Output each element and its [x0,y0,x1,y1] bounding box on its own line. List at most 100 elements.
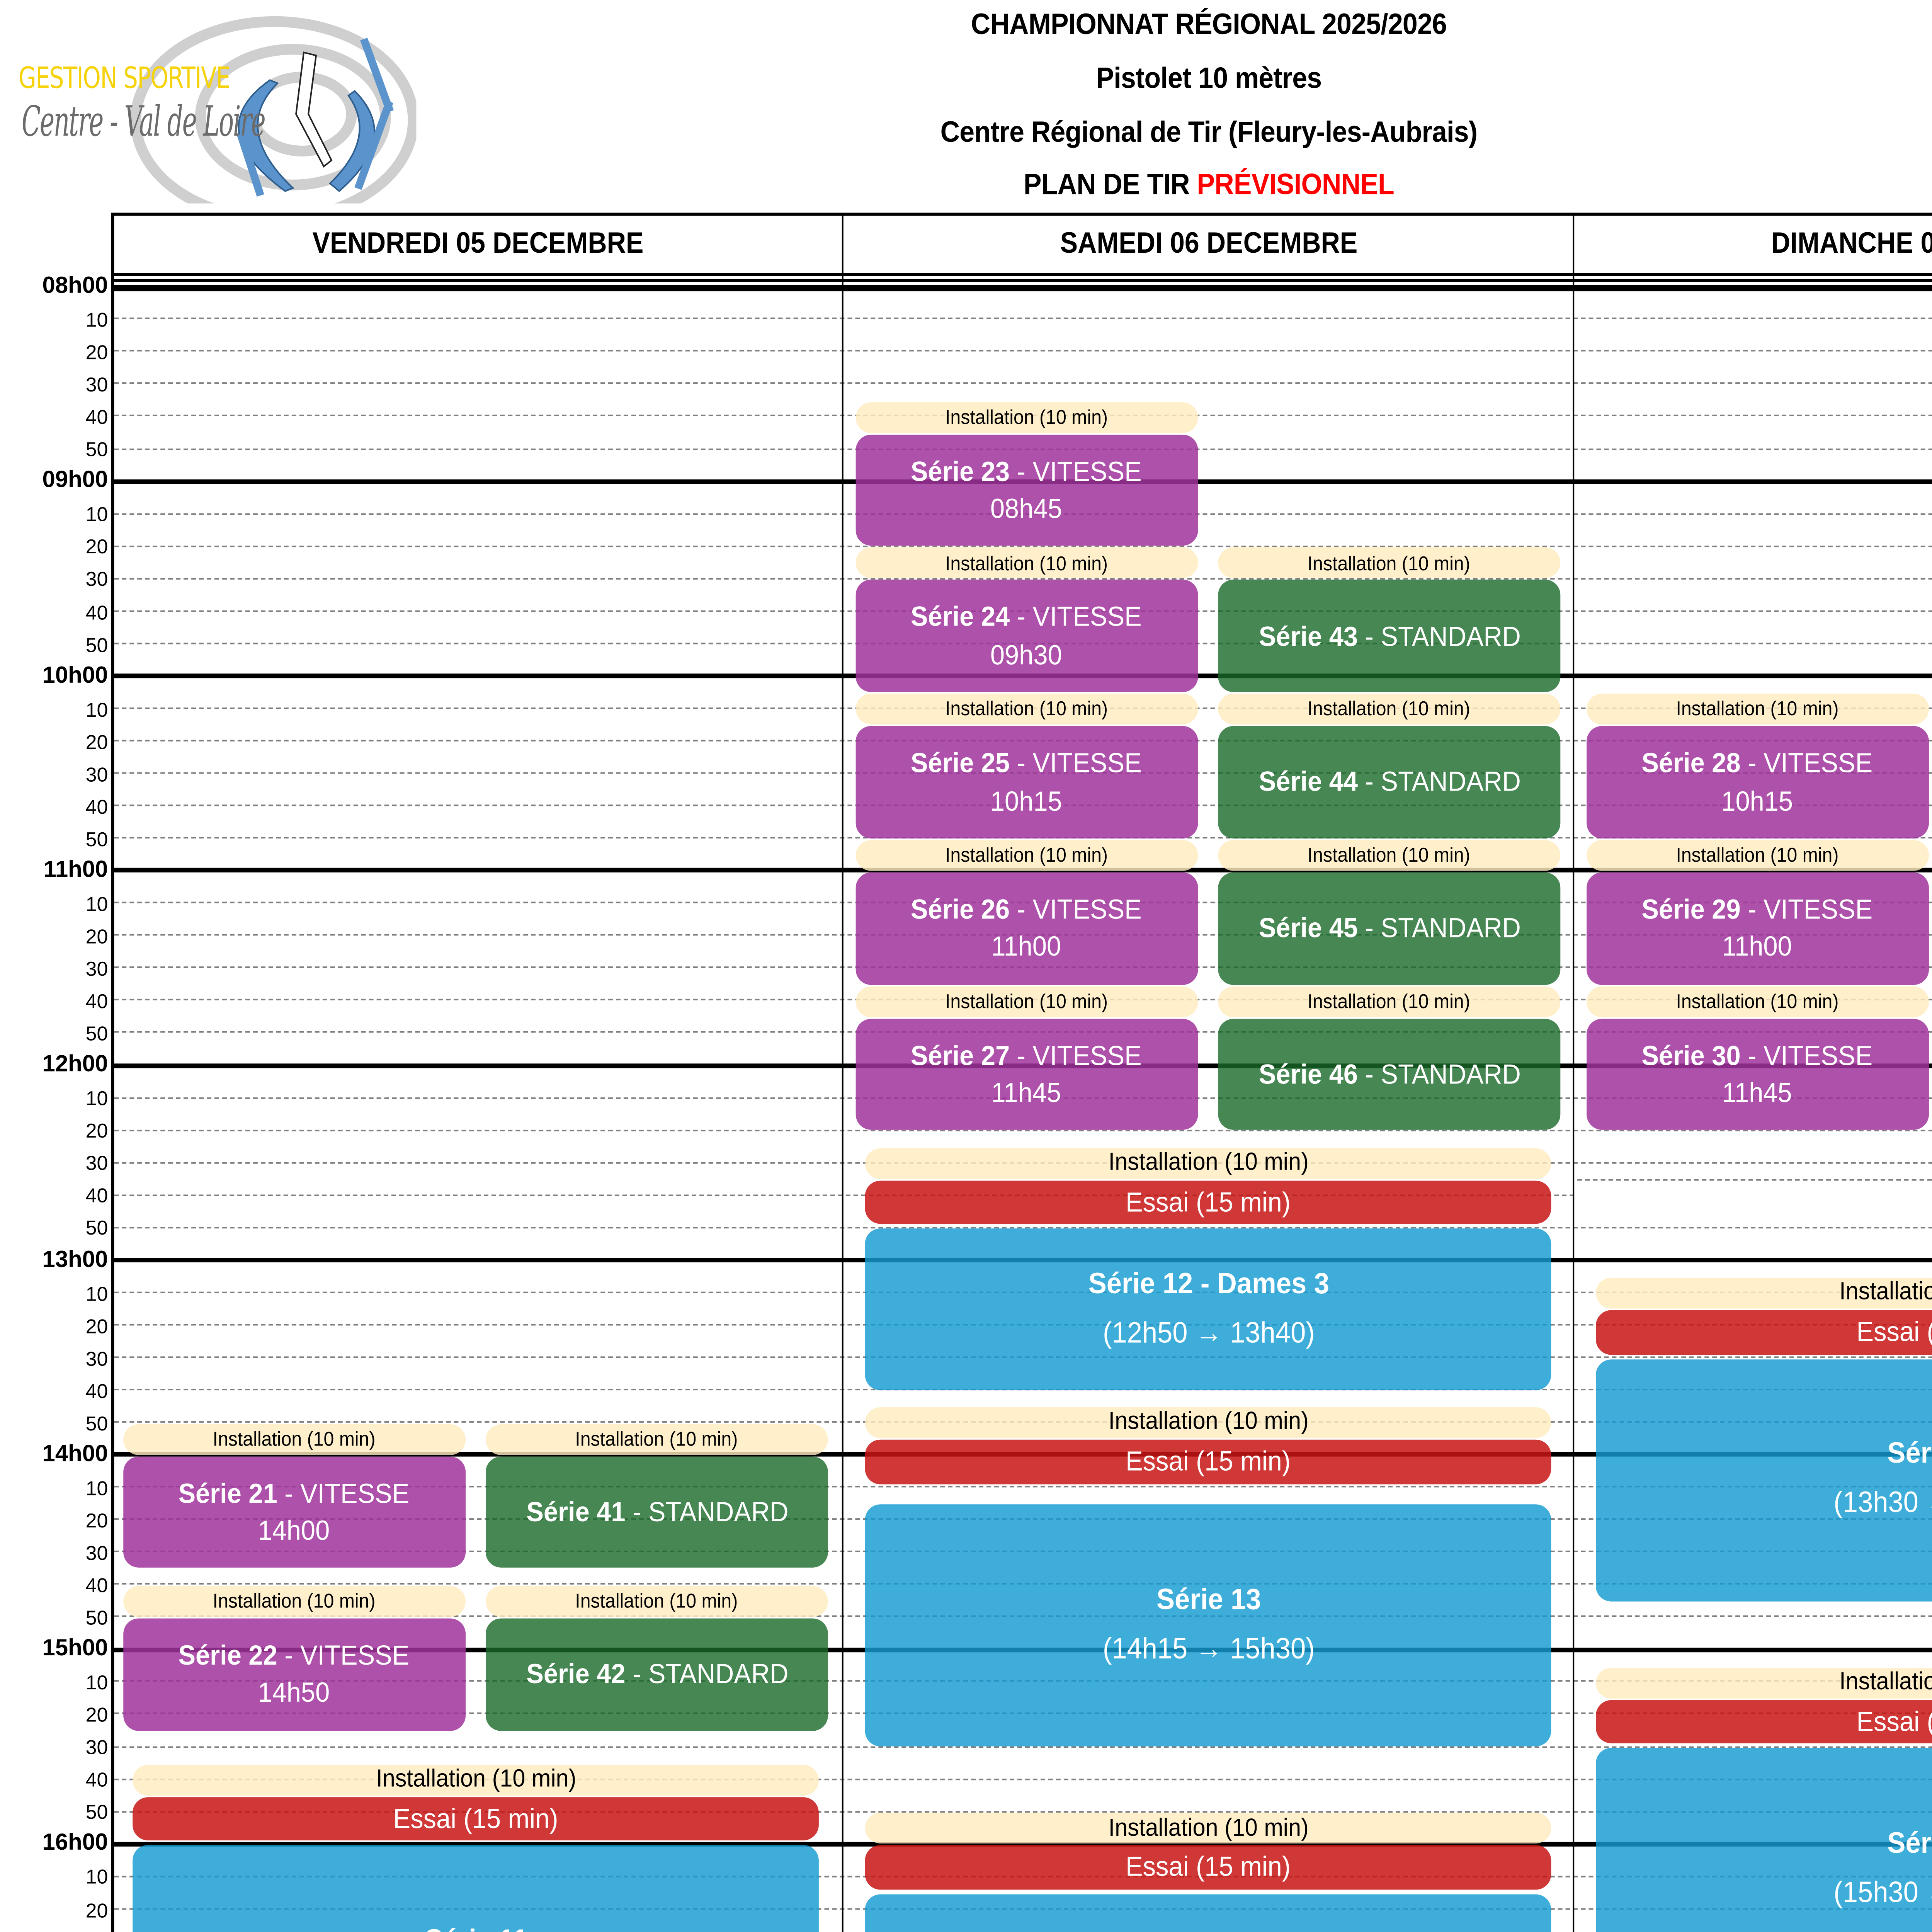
slot-label: Installation (10 min) [946,405,1109,429]
slot-label: Installation (10 min) [946,989,1109,1013]
slot-label: Essai (15 min) [1856,1316,1932,1347]
serie-number: Série 12 - Dames 3 [1087,1268,1329,1301]
installation-slot: Installation (10 min) [123,1423,466,1455]
serie-number: Série 42 [526,1659,625,1690]
slot-label: Essai (15 min) [1126,1187,1291,1218]
serie-title: Série 42 - STANDARD [526,1656,788,1693]
installation-slot: Installation (10 min) [855,401,1198,433]
essai-slot: Essai (15 min) [1596,1699,1932,1744]
minute-label: 20 [85,925,108,948]
ten-minute-line [114,545,1932,547]
installation-slot: Installation (10 min) [865,1148,1551,1179]
serie-title: Série 16 [1833,1825,1932,1864]
ten-minute-line [114,1194,1575,1196]
serie-category: - VITESSE [1741,748,1873,779]
serie-category: - STANDARD [1357,621,1520,651]
minute-label: 10 [85,1087,108,1111]
minute-label: 50 [85,1217,108,1240]
minute-label: 10 [85,1476,108,1500]
serie-title: Série 15 [1833,1436,1932,1475]
serie-number: Série 45 [1258,912,1357,944]
minute-label: 50 [85,1801,108,1824]
serie-time: 10h15 [991,785,1063,816]
serie-number: Série 25 [911,748,1010,779]
ten-minute-line [114,1810,1932,1812]
slot-label: Installation (10 min) [1838,1669,1932,1696]
serie-title: Série 45 - STANDARD [1258,910,1520,947]
serie-title: Série 13 [1102,1582,1314,1621]
installation-slot: Installation (10 min) [865,1813,1551,1844]
slot-label: Installation (10 min) [1676,989,1839,1013]
serie-time: 11h00 [1723,931,1793,963]
serie-category: - VITESSE [278,1640,410,1671]
serie-category: - VITESSE [1010,1040,1143,1071]
header-rule [111,273,1932,276]
minute-label: 40 [85,990,108,1013]
minute-label: 20 [85,340,108,364]
serie-category: - VITESSE [1010,894,1143,925]
slot-label: Installation (10 min) [1108,1150,1308,1176]
serie-number: Série 30 [1642,1040,1742,1071]
slot-label: Installation (10 min) [946,551,1109,575]
minute-label: 30 [85,568,108,591]
installation-slot: Installation (10 min) [1218,840,1561,871]
serie-time: 11h45 [1723,1077,1793,1108]
plan-status: PRÉVISIONNEL [1197,169,1395,202]
serie-number: Série 28 [1642,748,1742,779]
minute-label: 40 [85,1379,108,1402]
logo-line2: Centre - Val de Loire [21,99,266,146]
installation-slot: Installation (10 min) [485,1423,828,1455]
slot-label: Installation (10 min) [213,1589,376,1613]
serie-title: Série 26 - VITESSE [912,891,1143,928]
ten-minute-line [114,318,1932,320]
minute-label: 10 [85,1282,108,1305]
serie-block-epreuve: Série 11(16h00 → 17h15) [133,1845,819,1932]
minute-label: 30 [85,1541,108,1565]
serie-category: - STANDARD [625,1497,788,1528]
serie-block-epreuve: Série 12 - Dames 3(12h50 → 13h40) [865,1229,1551,1390]
minute-label: 50 [85,1022,108,1046]
slot-label: Installation (10 min) [1308,697,1471,721]
serie-title: Série 21 - VITESSE [179,1475,410,1512]
serie-number: Série 22 [179,1640,278,1671]
essai-slot: Essai (15 min) [1596,1310,1932,1354]
installation-slot: Installation (10 min) [855,694,1198,725]
minute-label: 30 [85,762,108,786]
serie-category: - STANDARD [1357,766,1520,798]
minute-label: 50 [85,438,108,461]
installation-slot: Installation (10 min) [133,1764,819,1796]
serie-block-epreuve: Série 13(14h15 → 15h30) [865,1505,1551,1747]
slot-label: Installation (10 min) [1308,843,1471,867]
discipline: Pistolet 10 mètres [1096,63,1322,96]
hour-label: 15h00 [42,1635,108,1662]
logo-line1: GESTION SPORTIVE [18,61,230,96]
slot-label: Installation (10 min) [375,1766,576,1793]
serie-title: Série 28 - VITESSE [1642,745,1873,782]
ten-minute-line [114,1778,1932,1780]
serie-number: Série 27 [911,1040,1010,1071]
serie-title: Série 30 - VITESSE [1642,1037,1873,1074]
minute-label: 20 [85,1509,108,1532]
serie-title: Série 12 - Dames 3 [1088,1265,1328,1305]
ten-minute-line [1577,1180,1932,1182]
slot-label: Installation (10 min) [1108,1409,1308,1436]
serie-number: Série 13 [1156,1585,1260,1617]
serie-block-standard: Série 41 - STANDARD [485,1456,828,1568]
hour-label: 08h00 [42,273,108,299]
minute-label: 10 [85,503,108,526]
slot-label: Essai (15 min) [393,1803,558,1834]
serie-title: Série 24 - VITESSE [912,599,1143,636]
minute-label: 50 [85,1606,108,1629]
essai-slot: Essai (15 min) [865,1440,1551,1484]
serie-time: (15h30 → 16h45) [1833,1877,1932,1910]
hour-label: 13h00 [42,1246,108,1272]
minute-label: 20 [85,1119,108,1143]
serie-title: Série 22 - VITESSE [179,1637,410,1675]
